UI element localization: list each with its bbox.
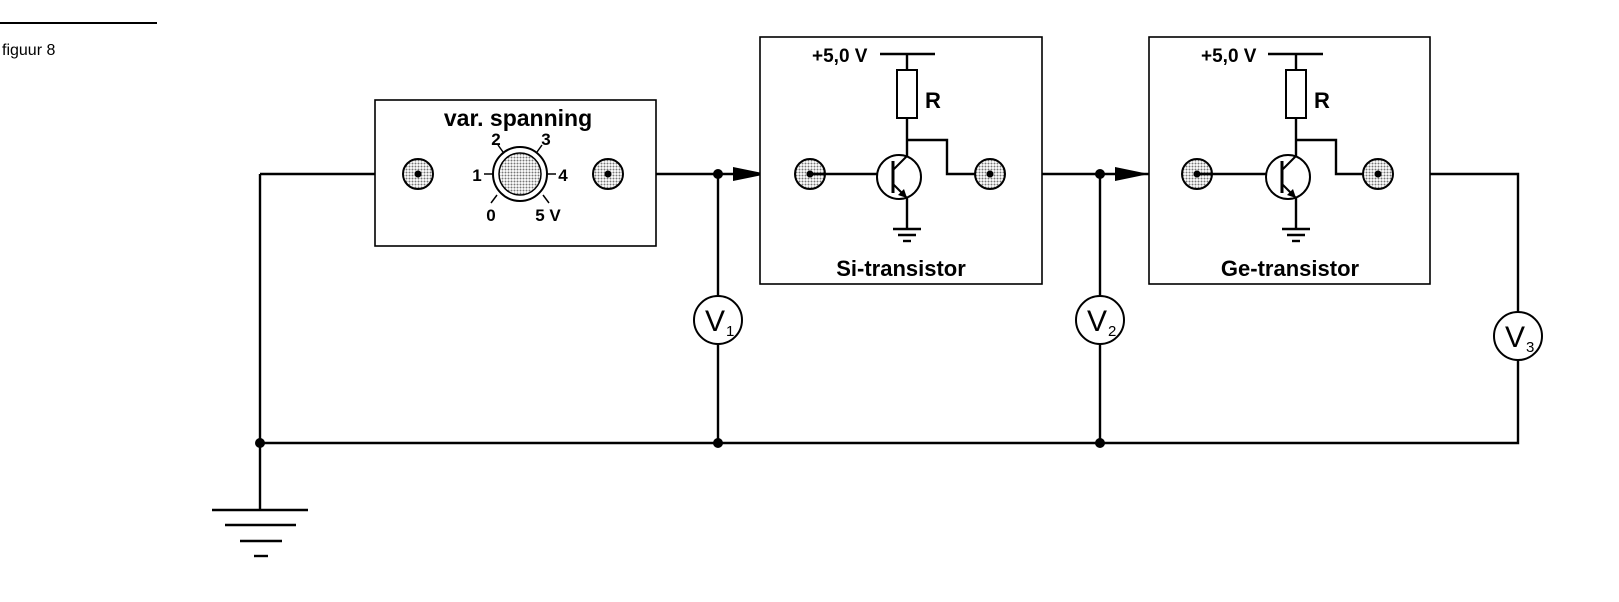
- output-socket-pin: [986, 170, 994, 178]
- earth-ground-symbol: [212, 508, 308, 558]
- voltmeter-v1: V 1: [693, 295, 743, 345]
- output-socket-pin: [604, 170, 612, 178]
- source-title: var. spanning: [444, 105, 592, 131]
- voltmeter-letter: V: [1505, 321, 1525, 354]
- output-socket-pin: [1374, 170, 1382, 178]
- junction-dot: [713, 438, 723, 448]
- voltmeter-letter: V: [705, 305, 725, 338]
- current-arrow: [733, 167, 767, 181]
- ground-symbol: [1282, 227, 1310, 243]
- voltmeter-index: 3: [1526, 339, 1534, 356]
- ge-transistor-module: +5,0 V R Ge-transistor: [1148, 36, 1431, 285]
- resistor: [1285, 69, 1307, 119]
- ground-symbol: [893, 227, 921, 243]
- resistor-label: R: [925, 88, 941, 113]
- dial-mark-3: 3: [541, 130, 550, 149]
- variable-voltage-source: var. spanning 0 1 2 3 4 5 V: [374, 99, 657, 247]
- junction-dot: [255, 438, 265, 448]
- module-title: Si-transistor: [836, 256, 966, 281]
- supply-voltage-label: +5,0 V: [1201, 46, 1257, 67]
- voltmeter-v2: V 2: [1075, 295, 1125, 345]
- dial-mark-4: 4: [558, 166, 568, 185]
- dial-tick-marks: [484, 144, 556, 204]
- junction-dot: [1095, 169, 1105, 179]
- module-title: Ge-transistor: [1221, 256, 1360, 281]
- output-socket-pin: [414, 170, 422, 178]
- voltmeter-index: 1: [726, 323, 734, 340]
- dial-mark-5: 5 V: [535, 206, 561, 225]
- dial-mark-1: 1: [472, 166, 481, 185]
- figure-label: figuur 8: [2, 42, 56, 59]
- voltmeter-letter: V: [1087, 305, 1107, 338]
- resistor: [896, 69, 918, 119]
- figure-label-rule: [0, 22, 157, 24]
- dial-mark-0: 0: [486, 206, 495, 225]
- supply-voltage-label: +5,0 V: [812, 46, 868, 67]
- current-arrow: [1115, 167, 1149, 181]
- npn-transistor-symbol: [1265, 154, 1311, 200]
- junction-dot: [1095, 438, 1105, 448]
- voltmeter-index: 2: [1108, 323, 1116, 340]
- voltage-dial-knob[interactable]: [492, 146, 548, 202]
- resistor-label: R: [1314, 88, 1330, 113]
- si-transistor-module: +5,0 V R Si-transistor: [759, 36, 1043, 285]
- junction-dot: [713, 169, 723, 179]
- dial-mark-2: 2: [491, 130, 500, 149]
- npn-transistor-symbol: [876, 154, 922, 200]
- voltmeter-v3: V 3: [1493, 311, 1543, 361]
